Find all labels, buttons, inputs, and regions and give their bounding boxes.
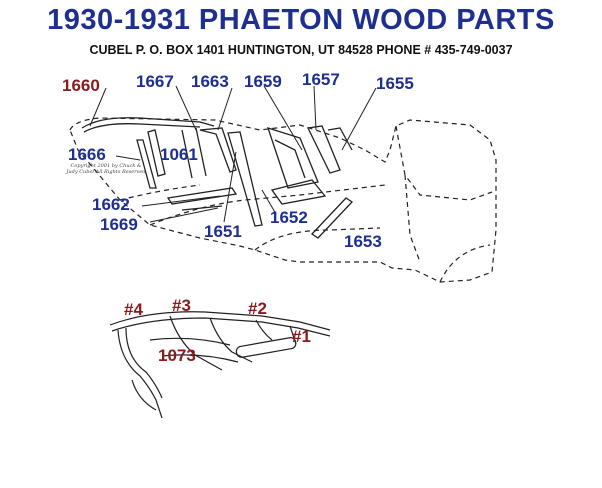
door-frame-1061 — [147, 129, 166, 177]
rear-pillar-1657 — [307, 125, 341, 174]
seat-back-outline — [395, 125, 493, 263]
copyright-notice: Copyright 2001 by Chuck & Judy Cubel All… — [66, 163, 146, 175]
rail-1663 — [199, 127, 237, 173]
part-label-1657: 1657 — [302, 70, 340, 89]
part-label-1662: 1662 — [92, 195, 130, 214]
part-label-1655: 1655 — [376, 74, 414, 93]
contact-info: CUBEL P. O. BOX 1401 HUNTINGTON, UT 8452… — [89, 43, 513, 57]
part-label-1666: 1666 — [68, 145, 106, 164]
page-title: 1930-1931 PHAETON WOOD PARTS — [47, 4, 555, 36]
part-label-1061: 1061 — [160, 145, 198, 164]
bow-label-1: #1 — [292, 327, 311, 346]
body-outline — [69, 117, 497, 283]
part-label-1652: 1652 — [270, 208, 308, 227]
part-label-1660: 1660 — [62, 76, 100, 95]
bow-label-4: #4 — [124, 300, 143, 319]
bow-label-2: #2 — [248, 299, 267, 318]
floor-line — [149, 184, 386, 226]
floor-board-1652 — [270, 179, 327, 205]
sill-1653 — [310, 197, 354, 239]
pillar-1659 — [227, 131, 263, 227]
top-rail — [81, 117, 215, 129]
part-label-1669: 1669 — [100, 215, 138, 234]
part-label-1653: 1653 — [344, 232, 382, 251]
top-bow-frame — [109, 311, 331, 419]
rear-fender-outline — [439, 244, 491, 283]
rear-door-frame — [266, 127, 319, 189]
rear-post-1655 — [327, 127, 353, 151]
door-pillar-1666 — [136, 139, 157, 189]
part-label-1073: 1073 — [158, 346, 196, 365]
part-label-1663: 1663 — [191, 72, 229, 91]
part-label-1651: 1651 — [204, 222, 242, 241]
part-label-1667: 1667 — [136, 72, 174, 91]
bow-label-3: #3 — [172, 296, 191, 315]
part-label-1659: 1659 — [244, 72, 282, 91]
